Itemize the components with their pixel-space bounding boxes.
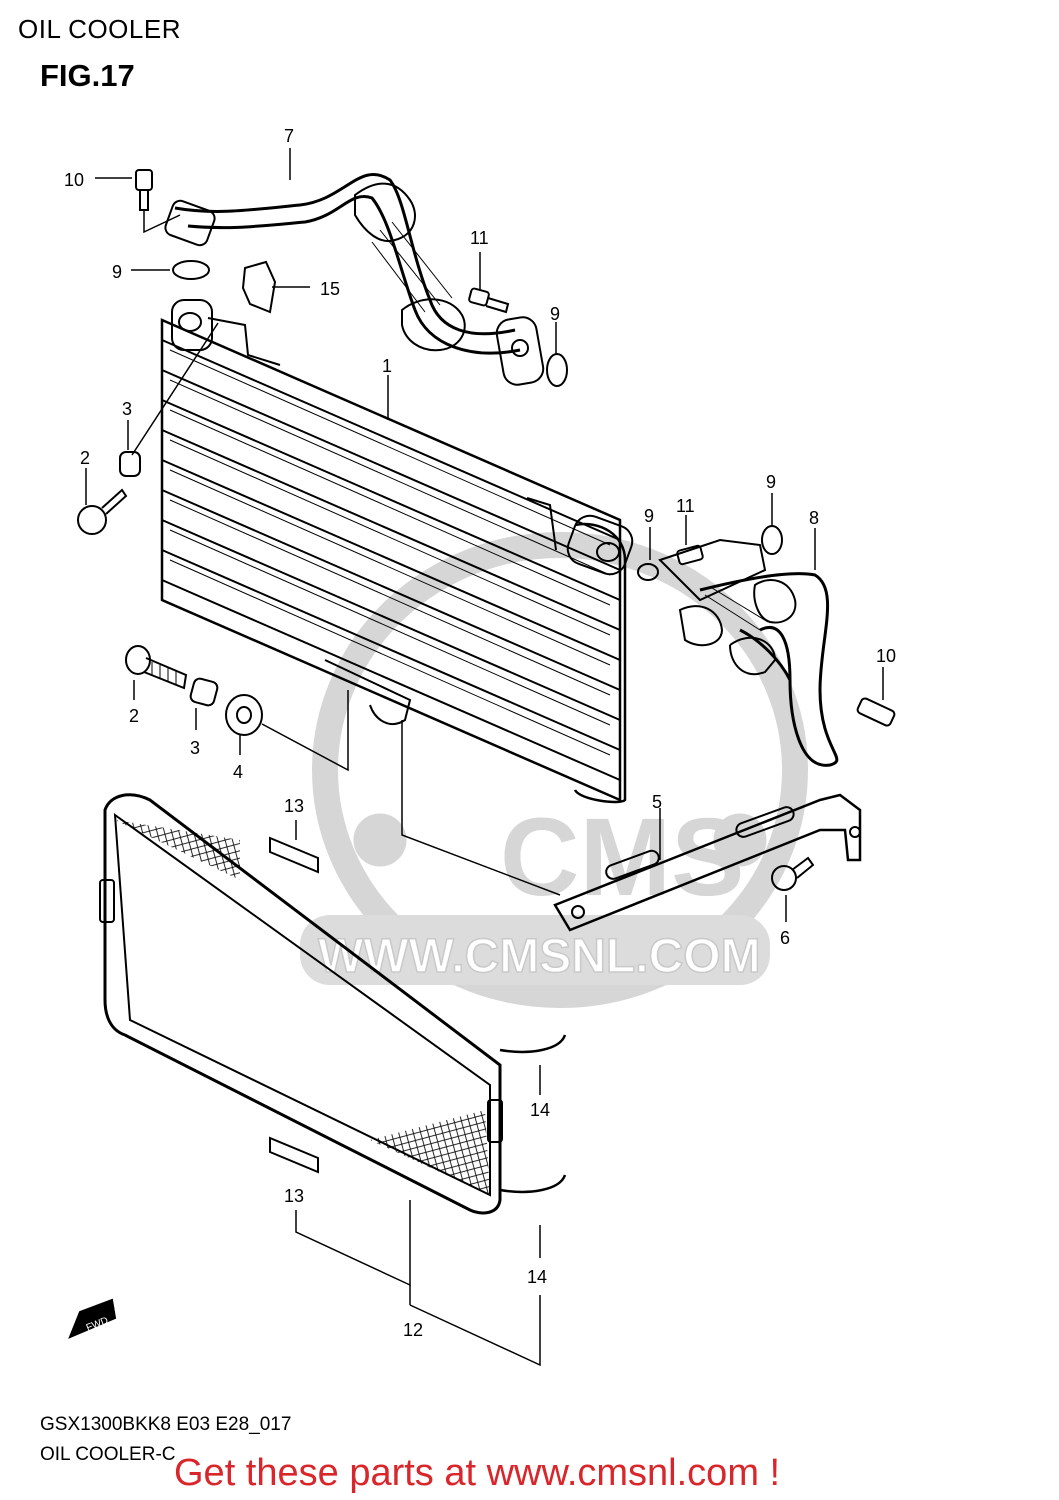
oil-cooler-core <box>160 299 634 804</box>
callout-9-lower-right: 9 <box>766 472 776 492</box>
bolt-2-lower <box>125 645 188 690</box>
radiator-guard-12 <box>99 793 567 1215</box>
leader-lines <box>85 148 884 1367</box>
watermark-logo-text: CMS <box>500 796 744 919</box>
callout-10-upper: 10 <box>64 170 84 190</box>
bolt-6 <box>771 856 815 891</box>
callout-15: 15 <box>320 279 340 299</box>
bolt-10-lower <box>856 697 896 727</box>
bolt-11-upper <box>468 287 510 314</box>
page-title: OIL COOLER <box>18 14 181 44</box>
diagram-name: OIL COOLER-C <box>40 1444 176 1465</box>
callout-14-upper: 14 <box>530 1100 550 1120</box>
callout-9-upper: 9 <box>112 262 122 282</box>
callout-11-upper: 11 <box>470 228 489 248</box>
callout-3-lower: 3 <box>190 738 200 758</box>
callout-14-lower: 14 <box>527 1267 547 1287</box>
bolt-11-lower <box>676 544 704 566</box>
callout-6: 6 <box>780 928 790 948</box>
callout-8: 8 <box>809 508 819 528</box>
callout-13-upper: 13 <box>284 796 304 816</box>
callout-2-upper: 2 <box>80 448 90 468</box>
callout-9-right: 9 <box>550 304 560 324</box>
bracket-5 <box>553 793 862 932</box>
fwd-arrow-icon <box>68 1298 117 1339</box>
o-ring-9-lower-left <box>637 563 659 581</box>
callout-13-lower: 13 <box>284 1186 304 1206</box>
figure-label: FIG.17 <box>40 58 135 93</box>
callout-12: 12 <box>403 1320 423 1340</box>
callout-1: 1 <box>382 356 392 376</box>
oil-hose-lower <box>658 538 839 767</box>
grommet-4 <box>225 694 263 736</box>
callout-4: 4 <box>233 762 243 782</box>
cmsnl-cta-link[interactable]: Get these parts at www.cmsnl.com ! <box>174 1452 781 1494</box>
o-ring-9-upper-fitting <box>546 353 568 387</box>
callout-7: 7 <box>284 126 294 146</box>
bolt-2-upper <box>77 488 128 535</box>
callout-3-upper: 3 <box>122 399 132 419</box>
callout-5: 5 <box>652 792 662 812</box>
collar-3-upper <box>119 451 141 477</box>
bolt-10-upper <box>135 169 153 211</box>
callout-9-lower-left: 9 <box>644 506 654 526</box>
callout-10-lower: 10 <box>876 646 896 666</box>
pad-13-lower <box>269 1136 319 1174</box>
callout-2-lower: 2 <box>129 706 139 726</box>
clip-15 <box>241 260 277 314</box>
model-code: GSX1300BKK8 E03 E28_017 <box>40 1414 292 1435</box>
collar-3-lower <box>189 677 219 707</box>
pad-13-upper <box>269 836 319 874</box>
oil-hose-upper <box>164 173 545 386</box>
callout-11-lower: 11 <box>676 496 695 516</box>
o-ring-9-upper <box>172 260 210 280</box>
watermark-url-text: WWW.CMSNL.COM <box>318 930 761 983</box>
o-ring-9-lower-right <box>761 525 783 555</box>
